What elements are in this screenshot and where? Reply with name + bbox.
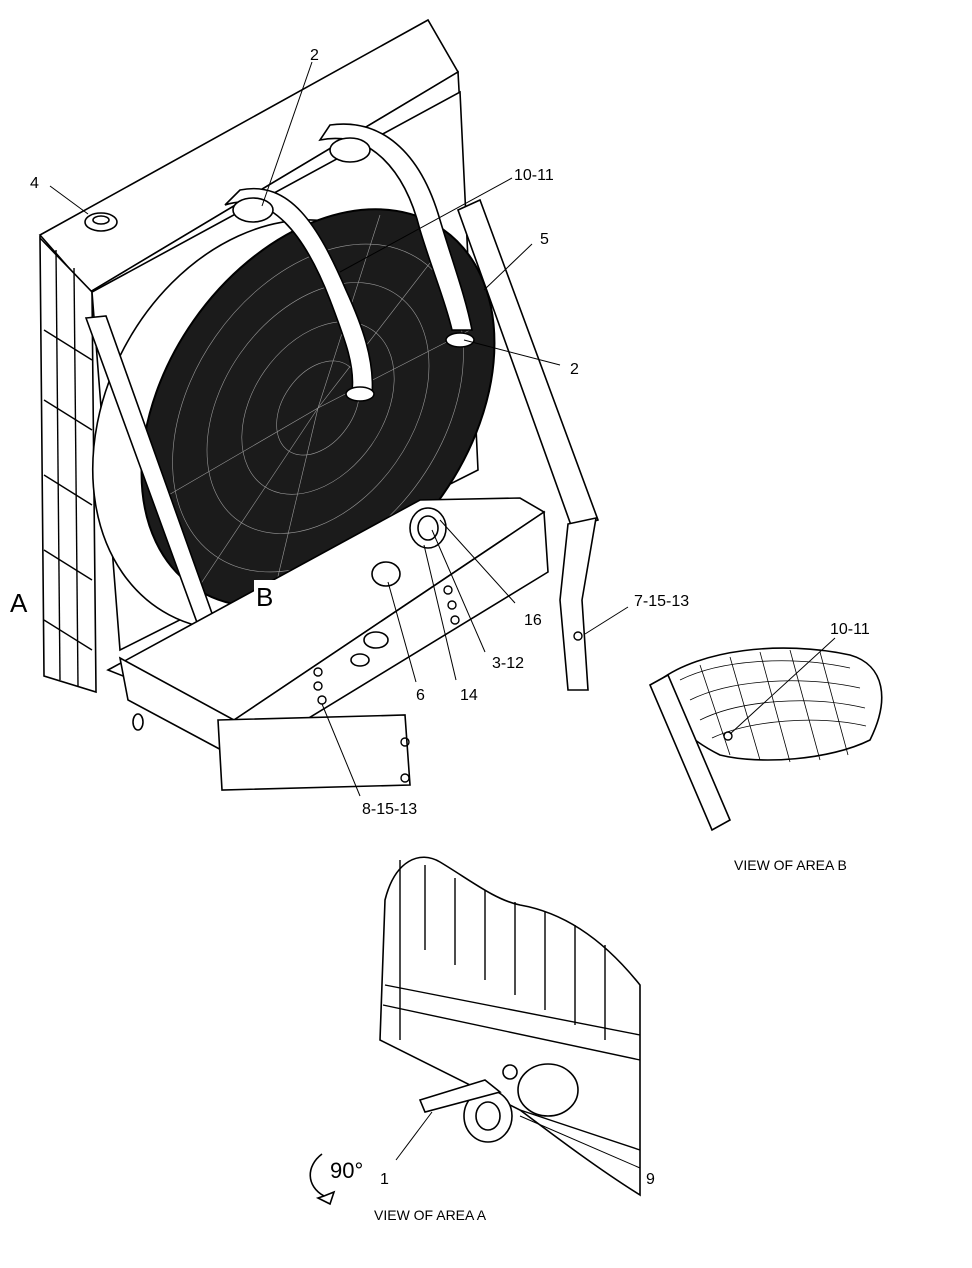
- radiator-assembly: [38, 18, 600, 791]
- callout-6: 6: [416, 687, 425, 704]
- callout-4: 4: [30, 175, 39, 192]
- ball-valve: [418, 1063, 579, 1143]
- detail-view-area-a: [309, 856, 641, 1206]
- callout-1: 1: [380, 1171, 389, 1188]
- callout-2-top: 2: [310, 47, 319, 64]
- callout-3-12: 3-12: [492, 655, 524, 672]
- callout-16: 16: [524, 612, 542, 629]
- area-marker-b-bg: [254, 580, 280, 610]
- area-marker-b: B: [256, 582, 273, 612]
- view-label-area-a: VIEW OF AREA A: [374, 1207, 487, 1223]
- callout-5: 5: [540, 231, 549, 248]
- callout-2-right: 2: [570, 361, 579, 378]
- callout-9: 9: [646, 1171, 655, 1188]
- callout-7-15-13: 7-15-13: [634, 593, 689, 610]
- rotate-arrow-icon: [309, 1153, 336, 1206]
- rotation-label: 90°: [330, 1158, 363, 1183]
- callout-14: 14: [460, 687, 478, 704]
- leader-lines: [49, 61, 836, 1169]
- view-label-area-b: VIEW OF AREA B: [734, 857, 847, 873]
- callout-10-11-detail: 10-11: [830, 621, 870, 638]
- detail-view-area-b: [648, 647, 883, 832]
- callout-10-11: 10-11: [514, 167, 554, 184]
- callout-8-15-13: 8-15-13: [362, 801, 417, 818]
- area-marker-a: A: [10, 588, 28, 618]
